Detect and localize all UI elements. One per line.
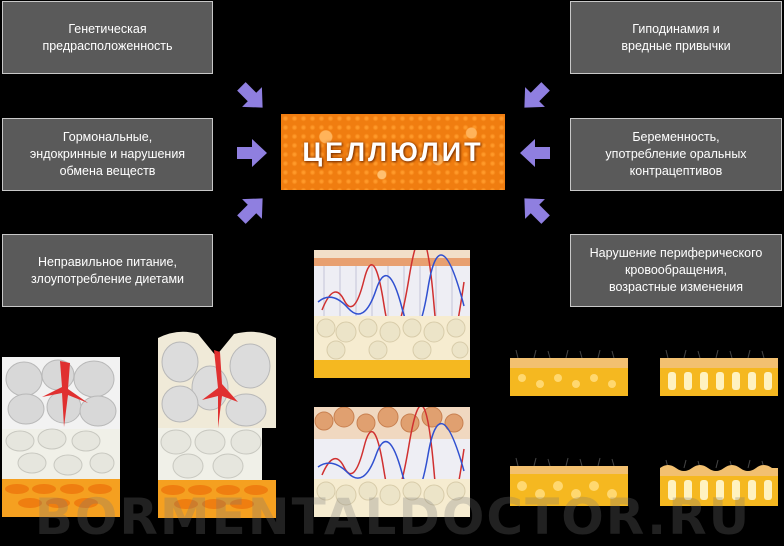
cause-circulation: Нарушение периферического кровообращения… [570, 234, 782, 307]
arrow-right-icon [237, 139, 267, 167]
skin-tile-smooth-1 [510, 350, 628, 396]
center-title: ЦЕЛЛЮЛИТ [302, 136, 484, 167]
cause-nutrition-text: Неправильное питание, злоупотребление ди… [30, 254, 185, 286]
cause-hypodynamia: Гиподинамия и вредные привычки [570, 1, 782, 74]
cause-nutrition: Неправильное питание, злоупотребление ди… [2, 234, 213, 307]
skin-layers-cellulite [314, 407, 470, 517]
skin-tile-bumpy-2 [660, 459, 778, 506]
skin-cross-section-cellulite [158, 331, 276, 518]
arrow-diagonal-up-left-icon [524, 198, 550, 224]
skin-tile-smooth-2 [660, 350, 778, 396]
arrow-diagonal-down-right-icon [237, 82, 263, 108]
cause-genetic: Генетическая предрасположенность [2, 1, 213, 74]
cause-genetic-text: Генетическая предрасположенность [42, 21, 173, 53]
cause-pregnancy: Беременность, употребление оральных конт… [570, 118, 782, 191]
skin-tile-bumpy-1 [510, 457, 628, 506]
arrow-diagonal-up-right-icon [237, 198, 263, 224]
cause-hormonal-text: Гормональные, эндокринные и нарушения об… [29, 130, 186, 178]
skin-layers-normal [314, 250, 470, 378]
cause-pregnancy-text: Беременность, употребление оральных конт… [605, 130, 747, 178]
center-title-box: ЦЕЛЛЮЛИТ [281, 114, 505, 190]
cause-hypodynamia-text: Гиподинамия и вредные привычки [621, 21, 731, 53]
arrow-left-icon [520, 139, 550, 167]
arrow-diagonal-down-left-icon [524, 82, 550, 108]
cause-hormonal: Гормональные, эндокринные и нарушения об… [2, 118, 213, 191]
cause-circulation-text: Нарушение периферического кровообращения… [589, 246, 763, 294]
skin-cross-section-normal [2, 357, 120, 517]
